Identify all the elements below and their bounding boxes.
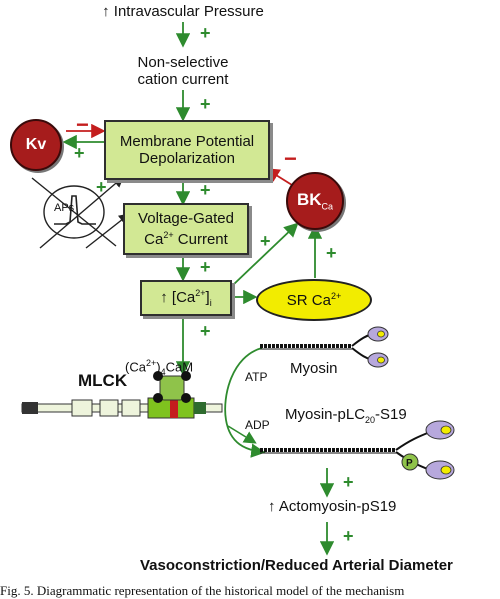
- arrow-bk-inhibits-depol: [264, 168, 293, 186]
- vasoconstriction-label: Vasoconstriction/Reduced Arterial Diamet…: [140, 557, 453, 574]
- bk-channel-circle: BKCa: [286, 172, 344, 230]
- bk-subscript: Ca: [321, 201, 334, 212]
- mlck-gene-segment-2: [71, 399, 93, 417]
- plus-sign-1: +: [200, 23, 211, 43]
- adp-label: ADP: [245, 418, 270, 432]
- plus-sign-final: +: [343, 526, 354, 546]
- sr-ca-text: SR Ca: [286, 292, 331, 309]
- mlck-calmodulin-site: [170, 398, 178, 418]
- arrow-cai-to-bk: [232, 222, 299, 286]
- bk-label: BKCa: [297, 190, 333, 211]
- cam-complex: [159, 375, 185, 401]
- cam-text-a: (Ca: [125, 359, 146, 375]
- cai-subscript: i: [209, 297, 212, 308]
- phospho-p-label: P: [406, 458, 413, 469]
- nonselective-cation-line-1: Non-selective: [137, 54, 229, 71]
- aps-spike: [54, 195, 96, 225]
- plus-sign-4: +: [200, 257, 211, 277]
- cam-text-c: CaM: [165, 359, 194, 375]
- mlck-gene-segment-4: [121, 399, 141, 417]
- cai-text-a: ↑ [Ca: [160, 288, 196, 306]
- arrow-adp-down: [227, 425, 257, 444]
- mlck-gene-segment-3: [99, 399, 119, 417]
- myosin-plc-subscript: 20: [365, 415, 376, 425]
- vgcc-current-text: Current: [173, 231, 228, 248]
- plus-sign-actomyosin: +: [343, 472, 354, 492]
- aps-cross-line-3: [85, 213, 131, 249]
- arrow-atp-adp-curve: [224, 347, 266, 458]
- plus-sign-bk-cai: +: [260, 231, 271, 251]
- sr-ca-ellipse: SR Ca2+: [256, 279, 372, 321]
- cam-superscript: 2+: [145, 358, 157, 368]
- myosin-plc-text-a: Myosin-pLC: [285, 406, 366, 423]
- cai-superscript: 2+: [195, 287, 206, 298]
- vgcc-ca-superscript: 2+: [163, 230, 174, 240]
- cam-label: (Ca2+)4CaM: [125, 355, 193, 381]
- depol-box-line-1: Membrane Potential: [119, 133, 255, 150]
- minus-sign-kv: −: [76, 112, 89, 137]
- plus-sign-bk-sr: +: [326, 243, 337, 263]
- aps-cross-line-2: [39, 176, 125, 249]
- myosin-label: Myosin: [290, 360, 338, 377]
- plus-sign-5: +: [200, 321, 211, 341]
- myosin-plc-label: Myosin-pLC20-S19: [285, 406, 407, 429]
- kv-channel-circle: Kv: [10, 119, 62, 171]
- membrane-depolarization-box: Membrane Potential Depolarization: [104, 120, 270, 180]
- vgcc-box-line-2: Ca2+ Current: [144, 227, 228, 248]
- intracellular-ca-text: ↑ [Ca2+]i: [160, 285, 211, 312]
- cam-ca-ion-3: [153, 393, 163, 403]
- cai-text-b: ]: [205, 288, 210, 306]
- vgcc-ca-text: Ca: [144, 231, 164, 248]
- cam-ca-ion-4: [181, 393, 191, 403]
- sr-ca-superscript: 2+: [330, 291, 342, 301]
- atp-label: ATP: [245, 370, 268, 384]
- cam-ca-ion-2: [181, 371, 191, 381]
- cam-ca-ion-1: [153, 371, 163, 381]
- plus-sign-aps: +: [96, 177, 107, 197]
- intravascular-pressure-label: ↑ Intravascular Pressure: [102, 3, 264, 20]
- mlck-label: MLCK: [78, 371, 128, 390]
- myosin-filament-bottom: [260, 420, 455, 480]
- cam-text-b: ): [156, 359, 161, 375]
- bk-text: BK: [296, 190, 322, 210]
- plus-sign-2: +: [200, 94, 211, 114]
- voltage-gated-ca-current-box: Voltage-Gated Ca2+ Current: [123, 203, 249, 255]
- vgcc-box-line-1: Voltage-Gated: [138, 210, 234, 227]
- myosin-plc-text-b: -S19: [375, 406, 407, 423]
- figure-caption: Fig. 5. Diagrammatic representation of t…: [0, 583, 405, 598]
- actomyosin-label: ↑ Actomyosin-pS19: [268, 498, 397, 515]
- depol-box-line-2: Depolarization: [139, 150, 235, 167]
- minus-sign-bk: −: [284, 146, 297, 171]
- mlck-gene-segment-1: [22, 402, 38, 414]
- mlck-c-terminal-domain: [194, 402, 206, 414]
- plus-sign-3: +: [200, 180, 211, 200]
- nonselective-cation-line-2: cation current: [137, 71, 229, 88]
- cam-subscript: 4: [160, 366, 166, 377]
- myosin-filament-top: [260, 326, 389, 368]
- plus-sign-kv: +: [74, 143, 85, 163]
- sr-ca-label: SR Ca2+: [287, 291, 341, 309]
- nonselective-cation-label: Non-selective cation current: [138, 54, 229, 88]
- kv-label: Kv: [25, 136, 47, 153]
- intracellular-ca-box: ↑ [Ca2+]i: [140, 280, 232, 316]
- aps-label: APs: [54, 202, 75, 214]
